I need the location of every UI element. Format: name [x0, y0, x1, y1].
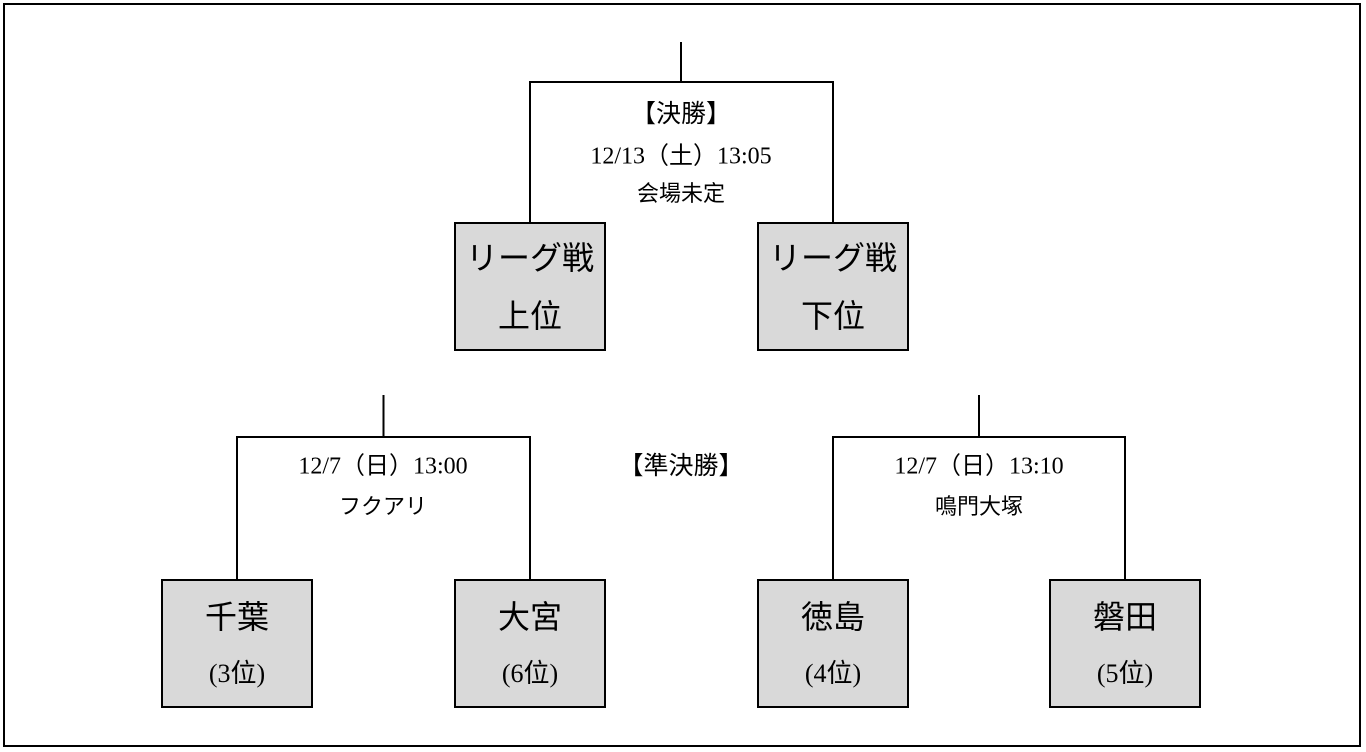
- semifinal1-bracket-line: [236, 436, 531, 579]
- team-name: 大宮: [497, 598, 562, 635]
- final-slot-league-upper: リーグ戦 上位: [454, 222, 606, 351]
- semifinal2-bracket-line: [832, 436, 1126, 579]
- final-slot-league-lower: リーグ戦 下位: [757, 222, 909, 351]
- team-slot-iwata: 磐田 (5位): [1049, 579, 1201, 708]
- final-round-label: 【決勝】: [630, 101, 732, 128]
- final-datetime: 12/13（土）13:05: [590, 143, 772, 170]
- final-slot-upper-line2: 上位: [497, 297, 562, 334]
- team-rank: (3位): [208, 658, 266, 688]
- semifinal1-venue: フクアリ: [338, 493, 428, 519]
- final-slot-lower-line1: リーグ戦: [768, 239, 897, 276]
- team-slot-omiya: 大宮 (6位): [454, 579, 606, 708]
- team-slot-chiba: 千葉 (3位): [161, 579, 313, 708]
- team-rank: (4位): [804, 658, 862, 688]
- team-rank: (5位): [1096, 658, 1154, 688]
- team-slot-tokushima: 徳島 (4位): [757, 579, 909, 708]
- team-name: 千葉: [204, 598, 269, 635]
- semifinal2-datetime: 12/7（日）13:10: [894, 453, 1064, 480]
- team-rank: (6位): [501, 658, 559, 688]
- final-venue: 会場未定: [636, 180, 726, 206]
- team-name: 磐田: [1092, 598, 1157, 635]
- final-slot-lower-line2: 下位: [800, 297, 865, 334]
- semifinal-round-label: 【準決勝】: [618, 453, 744, 480]
- semifinal1-datetime: 12/7（日）13:00: [298, 453, 468, 480]
- final-bracket-line: [529, 81, 834, 222]
- team-name: 徳島: [800, 598, 865, 635]
- semifinal2-venue: 鳴門大塚: [934, 493, 1024, 519]
- final-slot-upper-line1: リーグ戦: [465, 239, 594, 276]
